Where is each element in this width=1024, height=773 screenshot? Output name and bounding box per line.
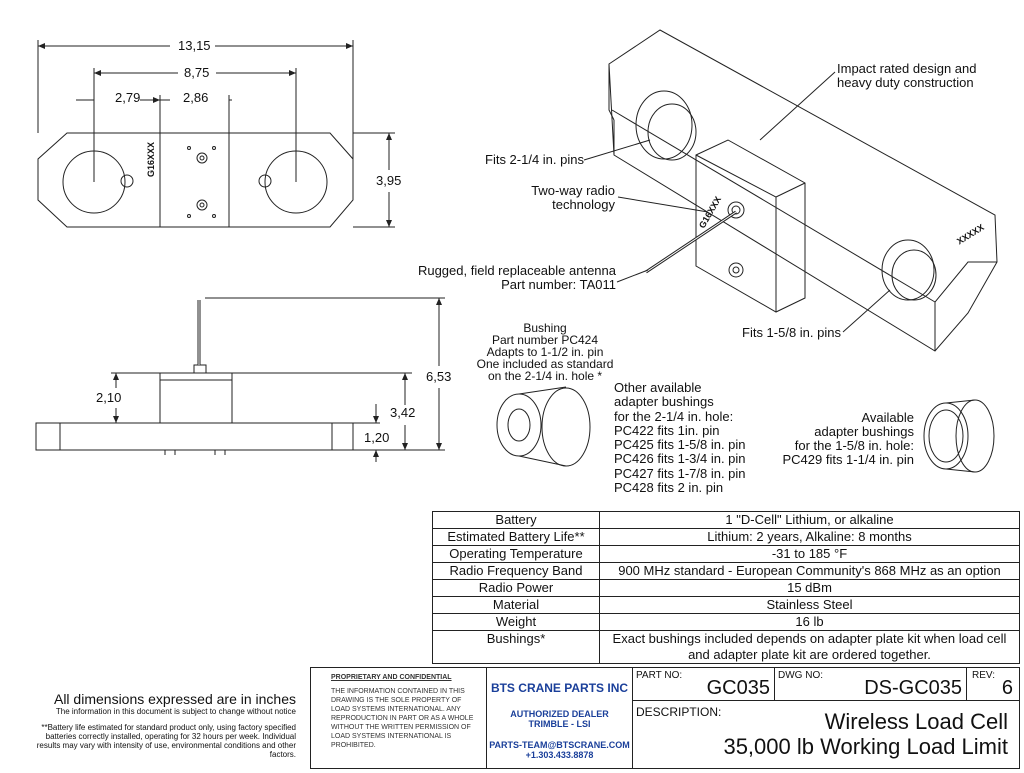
dim-1-20: 1,20 — [364, 430, 390, 445]
table-row: Estimated Battery Life**Lithium: 2 years… — [432, 528, 1020, 546]
top-view-body — [37, 132, 354, 228]
side-view-body — [35, 422, 354, 451]
subject-note: The information in this document is subj… — [55, 707, 296, 716]
table-row: Operating Temperature-31 to 185 °F — [432, 545, 1020, 563]
part-no-cell: PART NO: GC035 — [632, 667, 775, 701]
iso-housing — [695, 139, 806, 313]
iso-hole-large — [635, 90, 693, 160]
dim-8-75: 8,75 — [184, 65, 210, 80]
iso-hole-small — [881, 239, 935, 301]
dim-2-79: 2,79 — [115, 90, 141, 105]
callout-pins-1-58: Fits 1-5/8 in. pins — [742, 325, 841, 340]
dims-note: All dimensions expressed are in inches — [53, 691, 296, 707]
dim-13-15: 13,15 — [178, 38, 211, 53]
dim-2-10: 2,10 — [96, 390, 122, 405]
iso-plate — [608, 29, 998, 352]
description-title: Wireless Load Cell 35,000 lb Working Loa… — [723, 709, 1008, 759]
dim-6-53: 6,53 — [426, 369, 452, 384]
rev-cell: REV: 6 — [966, 667, 1020, 701]
description-cell: DESCRIPTION: Wireless Load Cell 35,000 l… — [632, 700, 1020, 769]
top-view-marking: G16XXX — [146, 141, 156, 177]
dwg-no-cell: DWG NO: DS-GC035 — [774, 667, 967, 701]
proprietary-cell: PROPRIETARY AND CONFIDENTIAL THE INFORMA… — [310, 667, 487, 769]
bushing-pc429 — [955, 399, 995, 473]
dim-3-42: 3,42 — [390, 405, 416, 420]
callout-pins-2-14: Fits 2-1/4 in. pins — [485, 152, 584, 167]
table-row: Bushings*Exact bushings included depends… — [432, 630, 1020, 664]
bushing-pc424 — [541, 387, 591, 467]
dim-3-95: 3,95 — [376, 173, 402, 188]
battery-note: **Battery life estimated for standard pr… — [36, 723, 296, 759]
dim-2-86: 2,86 — [183, 90, 209, 105]
